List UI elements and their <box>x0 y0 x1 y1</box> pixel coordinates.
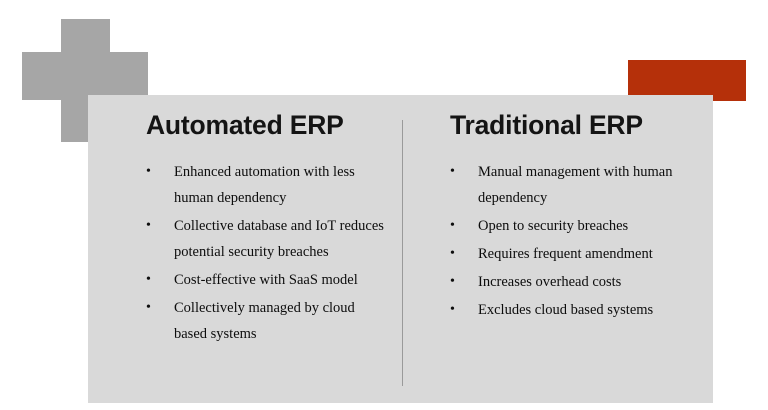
list-item: Enhanced automation with less human depe… <box>128 159 388 211</box>
list-item: Requires frequent amendment <box>432 241 697 267</box>
column-title-automated-erp: Automated ERP <box>146 110 344 140</box>
column-title-traditional-erp: Traditional ERP <box>450 110 643 140</box>
column-automated-erp: Automated ERP Enhanced automation with l… <box>128 110 388 349</box>
list-item: Collectively managed by cloud based syst… <box>128 295 388 347</box>
list-item: Cost-effective with SaaS model <box>128 267 388 293</box>
list-item: Manual management with human dependency <box>432 159 697 211</box>
column-divider <box>402 120 403 386</box>
bullet-list-traditional-erp: Manual management with human dependency … <box>432 159 697 323</box>
list-item: Open to security breaches <box>432 213 697 239</box>
list-item: Excludes cloud based systems <box>432 297 697 323</box>
list-item: Increases overhead costs <box>432 269 697 295</box>
bullet-list-automated-erp: Enhanced automation with less human depe… <box>128 159 388 347</box>
column-traditional-erp: Traditional ERP Manual management with h… <box>432 110 697 325</box>
orange-block <box>628 60 746 101</box>
list-item: Collective database and IoT reduces pote… <box>128 213 388 265</box>
